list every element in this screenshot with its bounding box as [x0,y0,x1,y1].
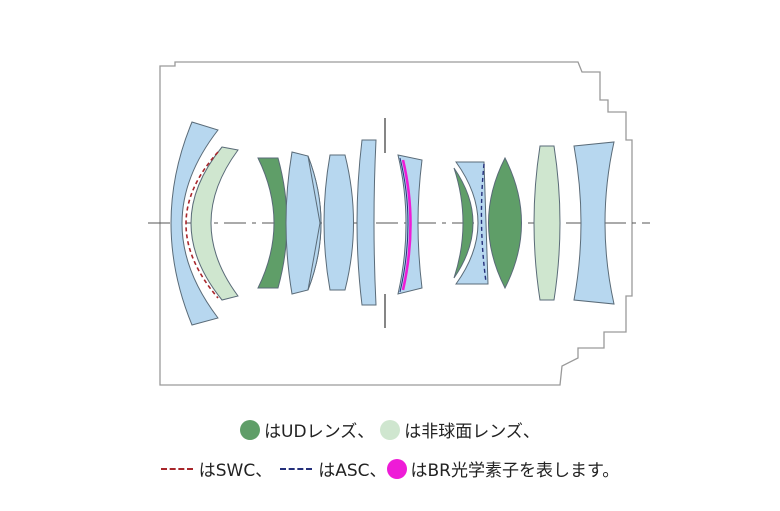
lens-element-13 [573,141,615,305]
aspherical-lens-swatch [380,419,401,440]
lens-element-10 [455,161,489,285]
lens-element-11 [488,156,522,290]
lens-element-1 [170,121,219,326]
legend-row-1: はUDレンズ、 は非球面レンズ、 [0,417,780,442]
lens-element-7 [356,139,377,306]
swc-coating-front [185,151,219,299]
br-element-swatch [386,458,407,479]
barrel-outline [159,61,633,386]
br-element-label: はBR光学素子を表します。 [410,461,620,481]
legend-row-2: はSWC、 はASC、 はBR光学素子を表します。 [0,456,780,481]
asc-coating-br [399,157,409,293]
lens-element-5 [307,155,322,291]
asc-coating-rear [480,163,487,283]
lens-element-3 [257,157,288,289]
lens-element-6 [323,154,354,291]
br-element [401,159,412,291]
ud-lens-label: はUDレンズ、 [264,422,375,442]
ud-lens-swatch [240,419,261,440]
asc-swatch [280,467,313,470]
lens-element-12 [533,145,561,301]
lens-element-2 [190,146,239,301]
swc-label: はSWC、 [198,461,273,481]
lens-element-9 [453,167,474,279]
swc-swatch [160,467,193,470]
asc-label: はASC、 [318,461,387,481]
lens-element-4 [285,151,322,295]
aspherical-lens-label: は非球面レンズ、 [404,422,540,442]
